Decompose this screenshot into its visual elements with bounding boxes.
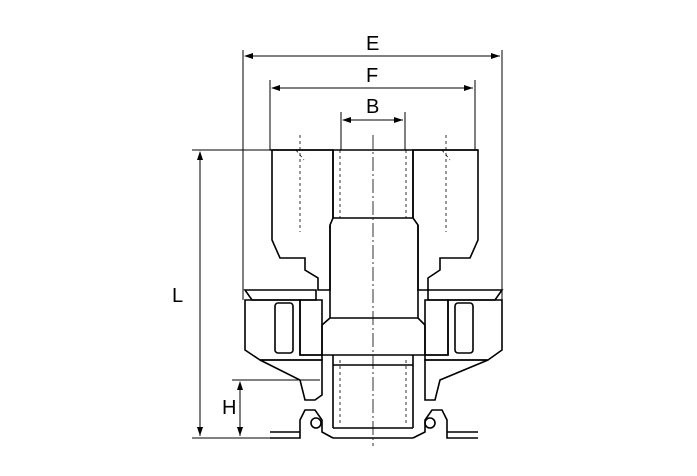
dimension-l-label: L bbox=[172, 285, 183, 307]
dimension-h-label: H bbox=[222, 397, 236, 419]
dimension-b-label: B bbox=[366, 96, 379, 118]
dimension-e-label: E bbox=[366, 33, 379, 55]
dimension-b: B bbox=[340, 96, 406, 150]
dimension-f-label: F bbox=[366, 65, 378, 87]
center-bore bbox=[321, 150, 426, 429]
upper-hub bbox=[270, 135, 479, 291]
dimension-f: F bbox=[269, 65, 476, 150]
lower-sleeve bbox=[259, 359, 489, 439]
dimension-e: E bbox=[242, 33, 503, 300]
dimension-l: L bbox=[172, 149, 300, 439]
clutch-housing bbox=[243, 289, 504, 361]
dimension-h: H bbox=[222, 379, 320, 436]
